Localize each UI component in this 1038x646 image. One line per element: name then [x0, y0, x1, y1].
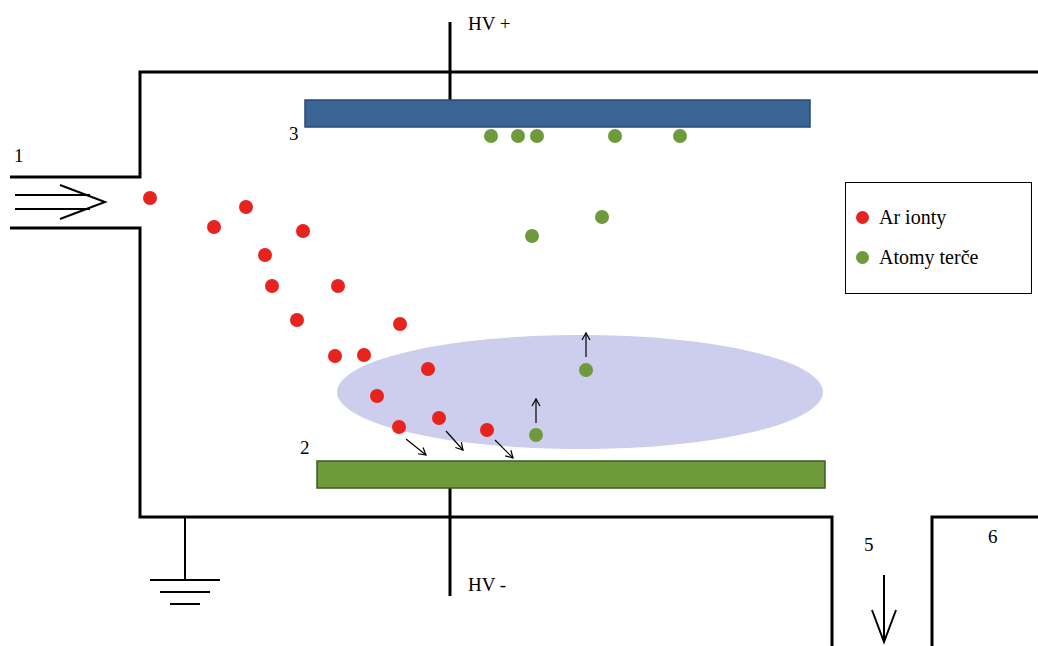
- cathode-wire: [449, 488, 452, 596]
- chamber-wall: [10, 72, 1038, 646]
- argon-ions: [143, 191, 494, 437]
- anode-wire: [449, 22, 452, 100]
- ground-symbol: [150, 517, 220, 604]
- callout-number: 5: [864, 535, 874, 556]
- plasma: [337, 335, 823, 449]
- legend-text: Atomy terče: [879, 246, 978, 269]
- callout-number: 2: [300, 438, 310, 459]
- legend-entry: Ar ionty: [856, 197, 1021, 237]
- voltage-label: HV -: [468, 575, 506, 596]
- callout-number: 1: [14, 146, 24, 167]
- legend-entry: Atomy terče: [856, 237, 1021, 277]
- callout-number: 3: [289, 124, 299, 145]
- legend-text: Ar ionty: [879, 206, 946, 229]
- motion-arrows: [406, 333, 586, 458]
- target-plate: [317, 461, 825, 488]
- substrate-plate: [305, 100, 810, 127]
- legend-swatch: [856, 211, 869, 224]
- gas-inlet-arrow: [15, 185, 105, 219]
- legend: Ar iontyAtomy terče: [845, 182, 1032, 294]
- target-atoms: [484, 129, 687, 442]
- voltage-label: HV +: [468, 14, 511, 35]
- pump-arrow: [872, 575, 896, 642]
- legend-swatch: [856, 251, 869, 264]
- callout-number: 6: [988, 527, 998, 548]
